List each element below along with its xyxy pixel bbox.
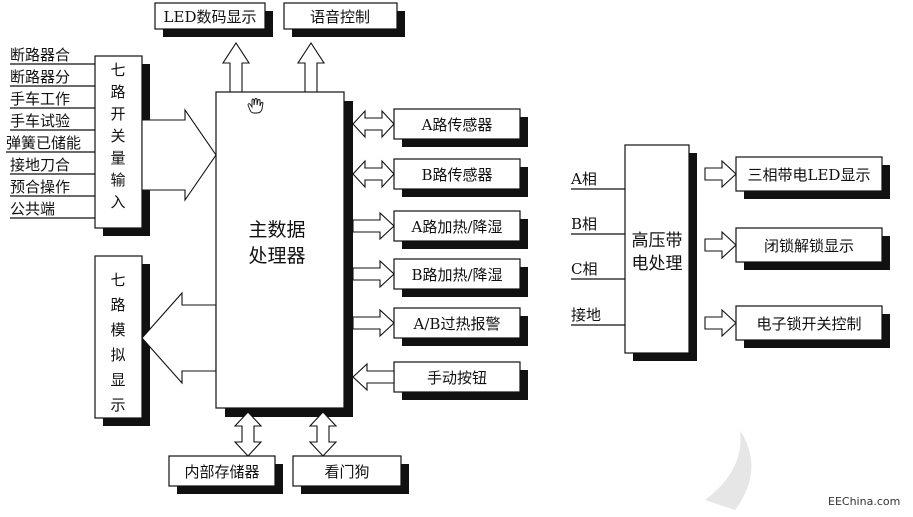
input-label-list: 断路器合 断路器分 手车工作 手车试验 弹簧已储能 接地刀合 预合操作 公共端 [6,46,95,219]
hv-output-three-phase-led: 三相带电LED显示 [735,156,890,199]
peripheral-a-sensor: A路传感器 [393,108,528,147]
input-label: 手车试验 [10,112,70,130]
watchdog-box: 看门狗 [292,455,409,494]
arrow-bidir-a-sensor [352,109,395,139]
hv-processor-label: 高压带电处理 [632,231,683,274]
main-processor-label: 主数据处理器 [248,219,305,267]
arrow-bidir-watchdog [308,411,338,457]
arrow-inputs-to-processor [141,108,217,202]
input-label: 预合操作 [10,178,70,196]
peripheral-b-sensor-label: B路传感器 [421,166,492,184]
arrow-right-lock-display [704,230,737,260]
analog-display-block: 七路模拟显示 [94,255,150,426]
input-label: 公共端 [10,200,55,218]
peripheral-b-heater: B路加热/降湿 [393,258,528,297]
hand-cursor-icon [247,98,264,114]
input-label: 接地刀合 [10,156,70,174]
hv-output-electronic-lock: 电子锁开关控制 [735,305,890,348]
peripheral-overheat-alarm-label: A/B过热报警 [413,315,501,333]
switch-input-block-label: 七路开关量输入 [110,61,125,211]
hv-output-lock-display: 闭锁解锁显示 [735,227,890,270]
arrow-left-manual-button [352,362,395,392]
arrow-right-electronic-lock [704,308,737,338]
watchdog-label: 看门狗 [324,463,369,481]
arrow-up-led [221,41,251,93]
hv-output-electronic-lock-label: 电子锁开关控制 [756,315,861,333]
peripheral-overheat-alarm: A/B过热报警 [393,307,528,346]
peripheral-b-sensor: B路传感器 [393,158,528,197]
hv-phase-label: B相 [571,215,597,233]
watermark-text: EEChina.com [828,495,900,508]
arrow-bidir-memory [233,411,263,457]
internal-memory-box: 内部存储器 [168,455,283,494]
peripheral-b-heater-label: B路加热/降湿 [411,266,502,284]
arrow-right-a-heater [352,211,395,241]
input-label: 手车工作 [10,90,70,108]
watermark-swoosh [705,430,752,510]
main-processor-block: 主数据处理器 [215,91,353,417]
hv-output-lock-display-label: 闭锁解锁显示 [764,237,854,255]
analog-display-block-label: 七路模拟显示 [110,271,125,414]
peripheral-a-heater-label: A路加热/降湿 [411,218,503,236]
switch-input-block: 七路开关量输入 [94,55,150,236]
hv-phase-inputs: A相 B相 C相 接地 [570,170,625,326]
arrow-right-overheat-alarm [352,308,395,338]
internal-memory-label: 内部存储器 [184,463,259,481]
peripheral-a-sensor-label: A路传感器 [421,116,493,134]
peripheral-manual-button: 手动按钮 [393,361,528,400]
peripheral-manual-button-label: 手动按钮 [427,369,487,387]
arrow-right-three-phase-led [704,159,737,189]
led-digital-display-label: LED数码显示 [164,8,257,26]
arrow-processor-to-analog [141,291,217,385]
led-digital-display-box: LED数码显示 [154,2,273,37]
input-label: 弹簧已储能 [6,134,81,152]
voice-control-box: 语音控制 [283,2,405,37]
voice-control-label: 语音控制 [310,8,370,26]
peripheral-a-heater: A路加热/降湿 [393,210,528,249]
hv-phase-label: A相 [570,170,597,188]
hv-processor-block: 高压带电处理 [624,144,697,361]
hv-phase-label: C相 [571,260,597,278]
hv-phase-label: 接地 [571,306,601,324]
input-label: 断路器分 [10,68,70,86]
arrow-up-voice [296,41,326,93]
input-label: 断路器合 [10,46,70,64]
arrow-right-b-heater [352,259,395,289]
hv-output-three-phase-led-label: 三相带电LED显示 [748,166,871,184]
arrow-bidir-b-sensor [352,159,395,189]
